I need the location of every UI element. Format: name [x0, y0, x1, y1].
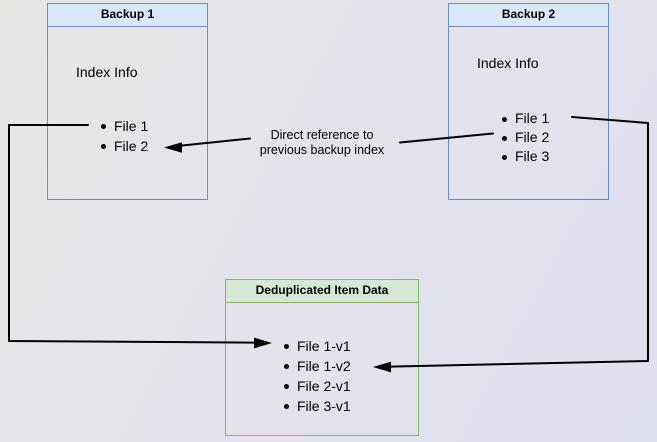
file-list-item: File 3-v1: [284, 396, 351, 416]
file-list-item: File 1: [502, 109, 549, 128]
annotation-line1: Direct reference to: [270, 128, 374, 142]
file-list-item: File 2-v1: [284, 376, 351, 396]
file-list-item: File 3: [502, 147, 549, 166]
backup2-file-list: File 1 File 2 File 3: [502, 109, 549, 166]
node-backup1: Backup 1 Index Info File 1 File 2: [47, 3, 208, 200]
dedup-title: Deduplicated Item Data: [226, 280, 418, 303]
file-list-item: File 2: [101, 136, 148, 156]
node-backup2: Backup 2 Index Info File 1 File 2 File 3: [448, 3, 609, 200]
annotation-line2: previous backup index: [259, 143, 385, 157]
file-list-item: File 1-v1: [284, 336, 351, 356]
file-list-item: File 2: [502, 128, 549, 147]
backup1-index-info-label: Index Info: [76, 64, 138, 80]
file-list-item: File 1: [101, 116, 148, 136]
connector-annotation: Direct reference to previous backup inde…: [232, 128, 412, 158]
backup1-file-list: File 1 File 2: [101, 116, 148, 156]
backup2-index-info-label: Index Info: [477, 55, 539, 71]
file-list-item: File 1-v2: [284, 356, 351, 376]
backup1-title: Backup 1: [48, 4, 207, 27]
backup2-title: Backup 2: [449, 4, 608, 27]
dedup-file-list: File 1-v1 File 1-v2 File 2-v1 File 3-v1: [284, 336, 351, 416]
node-deduplicated-item-data: Deduplicated Item Data File 1-v1 File 1-…: [225, 279, 419, 436]
